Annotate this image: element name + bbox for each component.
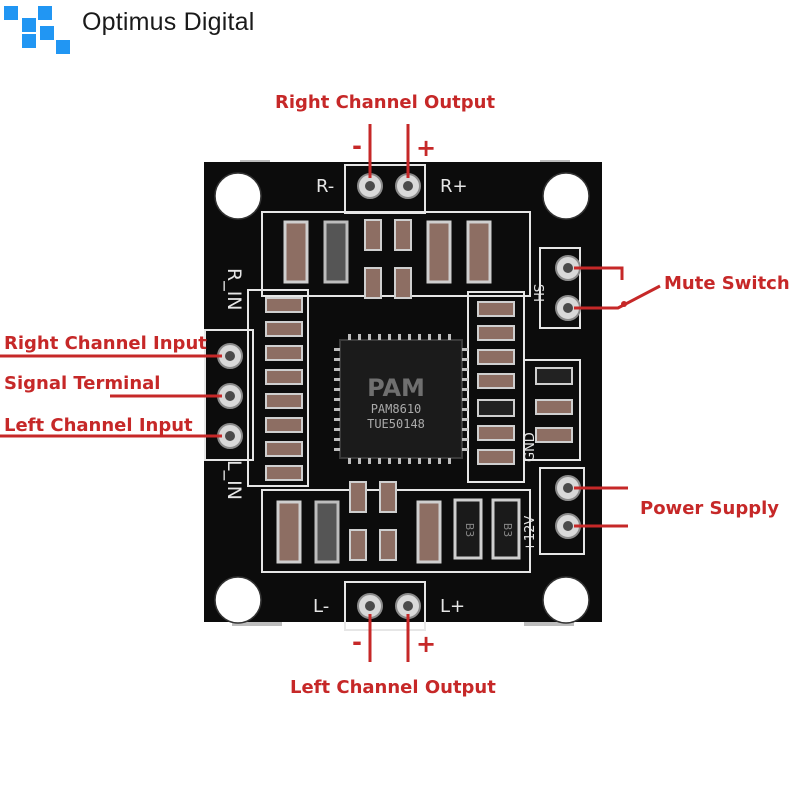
leader-lines (0, 124, 661, 662)
diode-label: B3 (463, 523, 476, 538)
chip-model: PAM8610 (371, 402, 422, 416)
label-left-channel-output: Left Channel Output (290, 677, 496, 698)
right-output-plus-sign: + (416, 134, 437, 162)
chip-code: TUE50148 (367, 417, 425, 431)
silk-gnd: GND (523, 432, 538, 462)
right-output-minus-sign: - (352, 132, 362, 160)
amplifier-chip: PAM PAM8610 TUE50148 (334, 334, 468, 464)
label-right-channel-output: Right Channel Output (275, 92, 496, 113)
solder-pads (217, 173, 581, 619)
silk-l-plus: L+ (440, 596, 465, 617)
silk-sh: SH (530, 284, 545, 302)
silk-l-minus: L- (313, 596, 329, 617)
silk-r-minus: R- (316, 176, 334, 197)
label-mute-switch: Mute Switch (664, 273, 790, 294)
left-output-minus-sign: - (352, 628, 362, 656)
chip-logo: PAM (367, 374, 425, 402)
left-output-plus-sign: + (416, 630, 437, 658)
label-signal-terminal: Signal Terminal (4, 373, 161, 394)
diode-label: B3 (501, 523, 514, 538)
diodes: B3 B3 (453, 498, 521, 560)
silk-12v: +12V (523, 516, 538, 552)
label-right-channel-input: Right Channel Input (4, 333, 207, 354)
label-left-channel-input: Left Channel Input (4, 415, 193, 436)
silk-l-in: L_IN (223, 460, 245, 500)
brand-logo-icon (4, 6, 70, 54)
silk-r-in: R_IN (223, 268, 245, 311)
silk-r-plus: R+ (440, 176, 468, 197)
brand-name: Optimus Digital (82, 8, 255, 36)
label-power-supply: Power Supply (640, 498, 779, 519)
capacitors (276, 220, 492, 564)
